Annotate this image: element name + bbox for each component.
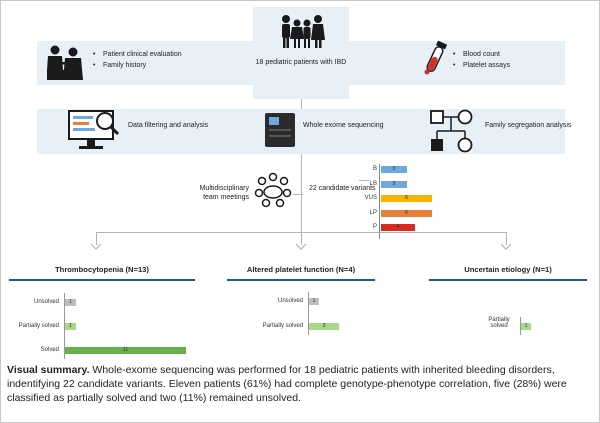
family-icon [282,15,325,48]
variant-bar: 3 [381,166,407,173]
patients-label: 18 pediatric patients with IBD [255,59,347,66]
bullet-blood-count: Blood count [453,49,510,60]
outcome-axis [64,293,65,359]
pedigree-icon [430,109,473,153]
connector-left [96,232,97,245]
bullet-platelet-assays: Platelet assays [453,60,510,71]
bullet-family-history: Family history [93,60,182,71]
sequencer-icon [265,113,295,147]
variant-bar: 4 [381,224,415,231]
blood-tube-icon [424,40,448,75]
top-center-box [253,7,349,99]
variants-connector [359,180,369,181]
outcome-title: Thrombocytopenia (N=13) [55,265,149,274]
connector-center [301,232,302,245]
outcome-axis [520,317,521,335]
bullet-clinical-evaluation: Patient clinical evaluation [93,49,182,60]
clinical-bullets: Patient clinical evaluation Family histo… [93,49,182,71]
variant-bar: 6 [381,209,432,217]
outcome-title-rule [227,279,375,281]
variant-category-label: LP [369,209,377,216]
variant-category-label: P [372,224,377,230]
summary-text: Whole-exome sequencing was performed for… [7,364,567,404]
variants-label: 22 candidate variants [309,185,376,192]
outcome-category-label: Partially solved [18,323,59,329]
connector-right [506,232,507,245]
meetings-label: Multidisciplinary team meetings [199,185,249,201]
outcome-category-label: Solved [40,347,59,353]
variant-bar: 6 [381,195,432,202]
connector-meetings [293,194,303,195]
outcome-category-label: Partially solved [262,323,303,329]
summary-title: Visual summary. [7,364,90,376]
outcome-category-label: Unsolved [33,299,59,305]
outcome-category-label: Partially solved [488,317,510,329]
wes-label: Whole exome sequencing [303,122,384,129]
arrow-left [90,243,102,250]
outcome-bar: 1 [65,299,76,306]
arrow-center [295,243,307,250]
outcome-title: Uncertain etiology (N=1) [464,265,552,274]
outcome-bar: 11 [65,347,186,354]
variant-category-label: LB [369,180,377,187]
variant-category-label: VUS [364,195,377,201]
outcome-bar: 1 [309,298,319,305]
variant-bar: 3 [381,180,407,188]
arrow-right [500,243,512,250]
doctor-patient-icon [47,45,83,80]
outcome-title-rule [9,279,195,281]
variant-category-label: B [372,166,377,172]
variant-axis [379,164,380,239]
connector-middle [301,154,302,232]
lab-bullets: Blood count Platelet assays [453,49,510,71]
outcome-bar: 1 [521,323,531,330]
data-filtering-label: Data filtering and analysis [128,122,209,129]
outcome-axis [308,292,309,335]
computer-analysis-icon [68,110,120,149]
summary-caption: Visual summary. Whole-exome sequencing w… [7,363,593,405]
outcome-bar: 1 [65,323,76,330]
outcome-bar: 3 [309,323,339,330]
team-meeting-icon [254,172,292,208]
segregation-label: Family segregation analysis [485,122,572,129]
outcome-title: Altered platelet function (N=4) [246,265,356,274]
middle-band [37,109,565,154]
connector-top [301,99,302,109]
outcome-title-rule [429,279,587,281]
outcome-category-label: Unsolved [277,298,303,304]
